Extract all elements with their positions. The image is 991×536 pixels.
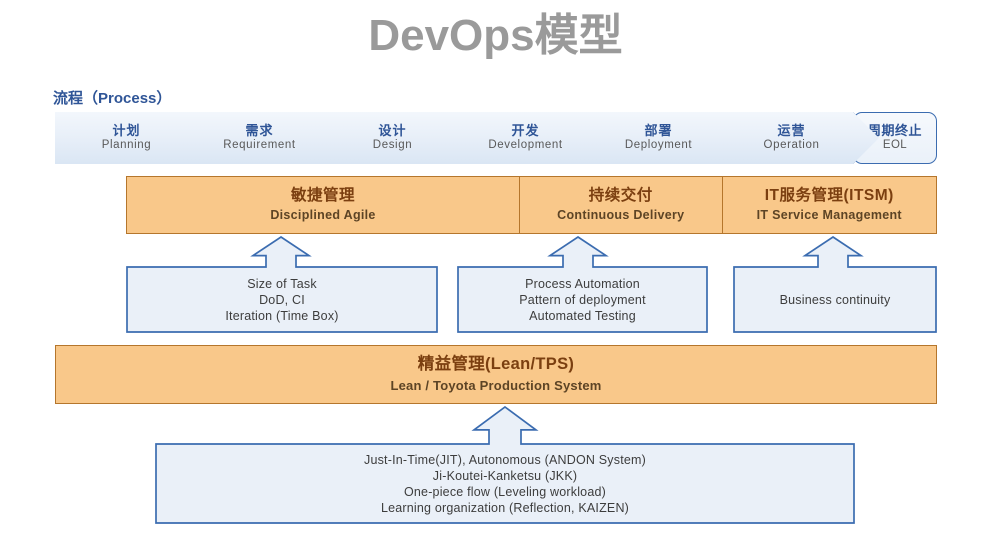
step-label-en: Requirement [223,138,296,151]
detail-line: Iteration (Time Box) [225,309,339,323]
practice-cell-2[interactable]: 持续交付 Continuous Delivery [520,177,723,233]
eol-label-en: EOL [882,138,908,151]
practice-label-en: Disciplined Agile [270,208,376,223]
detail-line: Business continuity [779,293,891,307]
step-label-cn: 开发 [511,123,540,139]
process-section-label: 流程（Process） [53,90,172,107]
step-label-cn: 运营 [777,123,806,139]
detail-box-shape [126,236,438,333]
detail-box-text: Business continuity [733,292,937,308]
practice-band: 敏捷管理 Disciplined Agile 持续交付 Continuous Deli… [126,176,937,234]
step-label-cn: 设计 [378,123,407,139]
lean-detail-box[interactable]: Just-In-Time(JIT), Autonomous (ANDON Sys… [155,406,855,524]
practice-caption: 敏捷管理 Disciplined Agile [270,186,375,224]
lean-label-en: Lean / Toyota Production System [390,378,602,394]
practice-caption: IT服务管理(ITSM) IT Service Management [757,186,902,224]
page-title: DevOps模型 [368,11,623,60]
detail-line: Just-In-Time(JIT), Autonomous (ANDON Sys… [364,453,646,467]
practice-label-en: IT Service Management [756,208,902,223]
detail-line: Size of Task [247,277,317,291]
step-label-en: Planning [101,138,152,151]
eol-caption: 周期终止 EOL [867,122,922,152]
detail-line: Ji-Koutei-Kanketsu (JKK) [432,469,578,483]
detail-box-shape [457,236,708,333]
detail-line: One-piece flow (Leveling workload) [403,485,607,499]
step-label-cn: 部署 [644,123,673,139]
eol-label-cn: 周期终止 [867,122,922,138]
detail-line: Pattern of deployment [519,293,646,307]
detail-line: DoD, CI [259,293,305,307]
practice-label-en: Continuous Delivery [557,208,685,223]
detail-box-shape [155,406,855,524]
step-label-en: Operation [763,138,820,151]
lean-band[interactable]: 精益管理(Lean/TPS) Lean / Toyota Production … [55,345,937,404]
lean-caption: 精益管理(Lean/TPS) Lean / Toyota Production … [390,353,601,396]
practice-caption: 持续交付 Continuous Delivery [557,186,684,224]
detail-box-shape [733,236,937,333]
detail-line: Automated Testing [529,309,636,323]
detail-line: Process Automation [525,277,640,291]
detail-box-3[interactable]: Business continuity [733,236,937,333]
practice-label-cn: 持续交付 [588,187,653,205]
practice-label-cn: 敏捷管理 [291,187,356,205]
practice-cell-1[interactable]: 敏捷管理 Disciplined Agile [127,177,521,233]
step-label-en: Development [488,138,563,151]
step-label-cn: 计划 [112,123,141,139]
step-label-en: Deployment [624,138,693,151]
practice-cell-3[interactable]: IT服务管理(ITSM) IT Service Management [722,177,936,233]
step-label-cn: 需求 [245,123,274,139]
practice-label-cn: IT服务管理(ITSM) [764,187,894,205]
step-label-en: Design [372,138,413,151]
lean-label-cn: 精益管理(Lean/TPS) [417,355,575,374]
detail-line: Learning organization (Reflection, KAIZE… [380,501,630,515]
detail-box-text: Just-In-Time(JIT), Autonomous (ANDON Sys… [155,452,855,516]
